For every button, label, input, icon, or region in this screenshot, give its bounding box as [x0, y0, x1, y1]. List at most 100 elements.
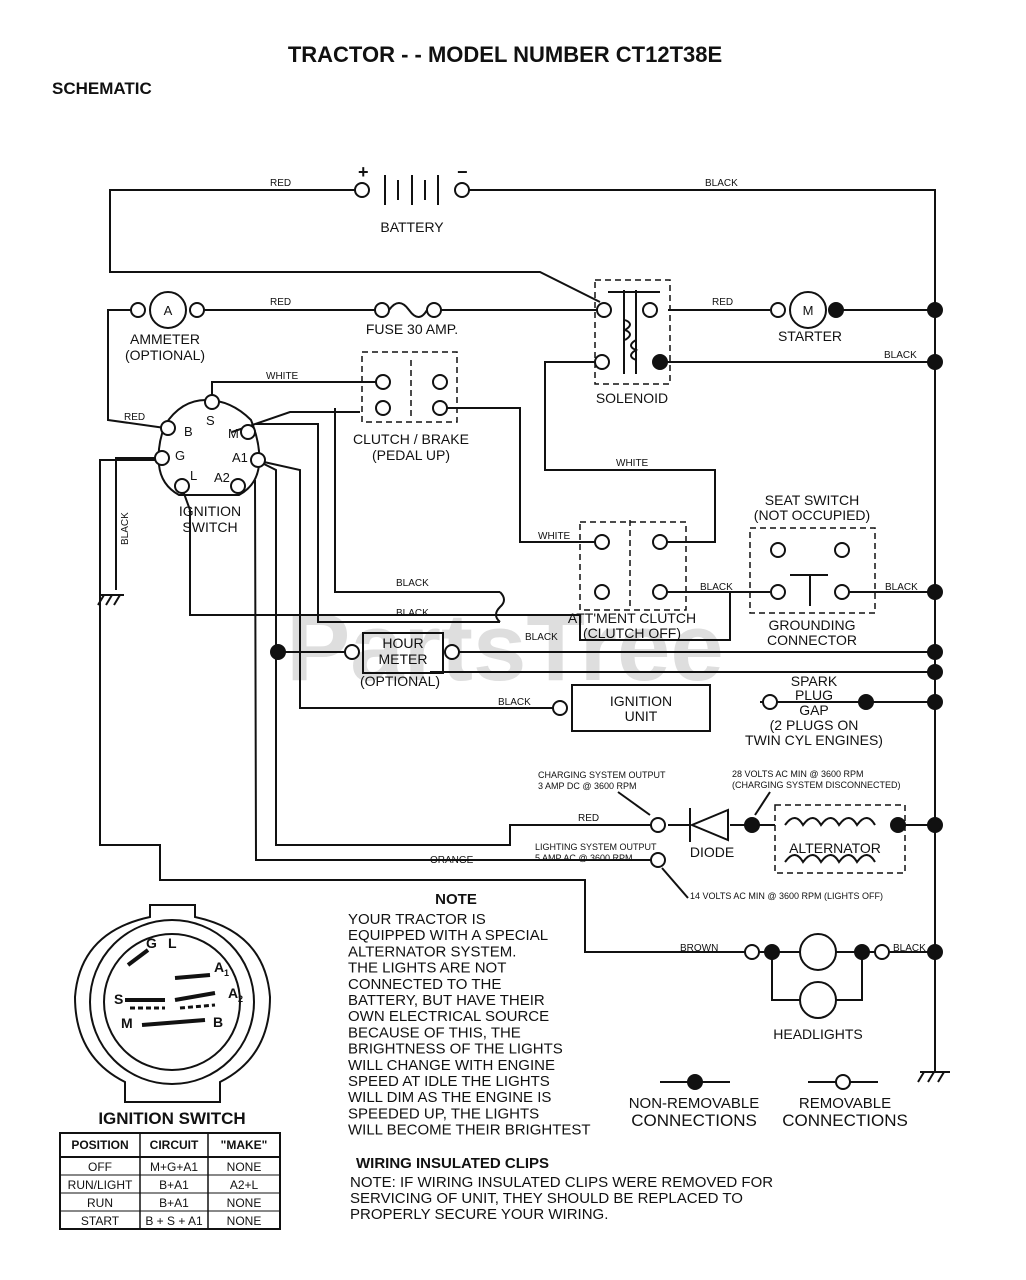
annotation-lighting-2: 5 AMP AC @ 3600 RPM: [535, 853, 633, 863]
battery-label: BATTERY: [380, 219, 444, 235]
table-cell: B+A1: [159, 1178, 189, 1192]
note-line: SPEEDED UP, THE LIGHTS: [348, 1105, 539, 1122]
fuse-icon: [388, 302, 428, 318]
clutch-brake-label: CLUTCH / BRAKE: [353, 431, 469, 447]
wire-label-red-battery: RED: [270, 178, 291, 189]
terminal-a2: A2: [214, 470, 230, 485]
svg-text:S: S: [114, 991, 123, 1007]
wire-label-white-top: WHITE: [266, 371, 299, 382]
svg-text:A: A: [214, 959, 224, 975]
wire-label-black-ground: BLACK: [885, 582, 918, 593]
svg-text:+: +: [358, 162, 369, 182]
svg-text:1: 1: [224, 968, 229, 978]
legend-nonremovable-1: NON-REMOVABLE: [629, 1095, 760, 1112]
fuse-label: FUSE 30 AMP.: [366, 321, 458, 337]
spark-plug-label-3: GAP: [799, 702, 829, 718]
battery-symbol: + −: [354, 162, 470, 205]
attachment-clutch-label: ATT'MENT CLUTCH: [568, 610, 696, 626]
ground-icon: [97, 594, 950, 1083]
ignition-switch-title: IGNITION SWITCH: [98, 1109, 245, 1128]
seat-switch-label: SEAT SWITCH: [765, 492, 859, 508]
hour-meter-label: HOUR: [382, 635, 423, 651]
table-cell: NONE: [227, 1196, 262, 1210]
note-line: BRIGHTNESS OF THE LIGHTS: [348, 1041, 563, 1058]
svg-text:A: A: [228, 985, 238, 1001]
svg-text:G: G: [146, 935, 157, 951]
ignition-unit-sublabel: UNIT: [625, 708, 658, 724]
note-line: BATTERY, BUT HAVE THEIR: [348, 992, 545, 1009]
svg-text:2: 2: [238, 994, 243, 1004]
clips-line: NOTE: IF WIRING INSULATED CLIPS WERE REM…: [350, 1174, 773, 1191]
headlights-label: HEADLIGHTS: [773, 1026, 862, 1042]
attachment-clutch-sublabel: (CLUTCH OFF): [583, 625, 681, 641]
alternator-coil-icon: [784, 817, 876, 827]
wire-label-black-battery: BLACK: [705, 178, 738, 189]
alternator-label: ALTERNATOR: [789, 840, 881, 856]
wire-network: [99, 189, 936, 1072]
spark-plug-label-4: (2 PLUGS ON: [770, 717, 859, 733]
wire-label-white-clutch: WHITE: [538, 531, 571, 542]
clips-heading: WIRING INSULATED CLIPS: [356, 1155, 549, 1172]
diode-icon: [650, 808, 760, 842]
note-line: YOUR TRACTOR IS: [348, 911, 486, 928]
starter-label: STARTER: [778, 328, 842, 344]
legend-nonremovable-2: CONNECTIONS: [631, 1111, 757, 1130]
note-line: BECAUSE OF THIS, THE: [348, 1024, 521, 1041]
clutch-brake-sublabel: (PEDAL UP): [372, 447, 450, 463]
wire-label-white-solenoid: WHITE: [616, 458, 649, 469]
hour-meter-optional: (OPTIONAL): [360, 673, 440, 689]
terminal-l: L: [190, 468, 197, 483]
wire-label-black-att: BLACK: [525, 632, 558, 643]
note-line: WILL DIM AS THE ENGINE IS: [348, 1089, 551, 1106]
wire-label-red-ammeter: RED: [124, 412, 145, 423]
headlights-icon: [744, 933, 890, 1019]
wire-label-red-fuse: RED: [270, 297, 291, 308]
terminal-g: G: [175, 448, 185, 463]
wire-label-red-starter: RED: [712, 297, 733, 308]
annotation-charging-2: 3 AMP DC @ 3600 RPM: [538, 781, 637, 791]
seat-switch-sublabel: (NOT OCCUPIED): [754, 507, 870, 523]
note-line: WILL BECOME THEIR BRIGHTEST: [348, 1122, 591, 1139]
wire-label-black-vertical: BLACK: [120, 512, 131, 545]
spark-plug-label-2: PLUG: [795, 687, 833, 703]
table-cell: M+G+A1: [150, 1160, 198, 1174]
clips-body: NOTE: IF WIRING INSULATED CLIPS WERE REM…: [350, 1174, 773, 1223]
annotation-lighting-1: LIGHTING SYSTEM OUTPUT: [535, 842, 657, 852]
note-line: EQUIPPED WITH A SPECIAL: [348, 927, 548, 944]
table-cell: RUN/LIGHT: [68, 1178, 133, 1192]
table-cell: NONE: [227, 1160, 262, 1174]
annotation-28v-1: 28 VOLTS AC MIN @ 3600 RPM: [732, 769, 864, 779]
wire-label-brown: BROWN: [680, 943, 718, 954]
ignition-switch-label: IGNITION: [179, 503, 241, 519]
hour-meter-box: [362, 632, 444, 674]
legend-removable-1: REMOVABLE: [799, 1095, 891, 1112]
note-line: SPEED AT IDLE THE LIGHTS: [348, 1073, 550, 1090]
attachment-clutch-box: [579, 521, 687, 611]
terminal-b: B: [184, 424, 193, 439]
wire-label-black-solenoid: BLACK: [884, 350, 917, 361]
table-cell: START: [81, 1214, 120, 1228]
page-subtitle: SCHEMATIC: [52, 79, 152, 98]
annotation-14v: 14 VOLTS AC MIN @ 3600 RPM (LIGHTS OFF): [690, 891, 883, 901]
note-line: WILL CHANGE WITH ENGINE: [348, 1057, 555, 1074]
table-cell: NONE: [227, 1214, 262, 1228]
svg-text:L: L: [168, 935, 177, 951]
ammeter-label: AMMETER: [130, 331, 200, 347]
ignition-switch-detail: G L A 1 A 2 S M B: [73, 904, 272, 1103]
ammeter-optional: (OPTIONAL): [125, 347, 205, 363]
table-cell: OFF: [88, 1160, 112, 1174]
table-cell: RUN: [87, 1196, 113, 1210]
hour-meter-sublabel: METER: [379, 651, 428, 667]
wire-label-black-ignunit: BLACK: [498, 697, 531, 708]
grounding-sublabel: CONNECTOR: [767, 632, 857, 648]
wire-label-black-clutch2: BLACK: [396, 608, 429, 619]
wire-label-black-headlights: BLACK: [893, 943, 926, 954]
table-header: CIRCUIT: [150, 1138, 199, 1152]
alternator-box: [774, 804, 906, 874]
ignition-switch-icon: [154, 394, 266, 496]
diode-label: DIODE: [690, 844, 734, 860]
svg-text:−: −: [457, 162, 468, 182]
solenoid-icon: [594, 290, 668, 374]
terminal-a1: A1: [232, 450, 248, 465]
